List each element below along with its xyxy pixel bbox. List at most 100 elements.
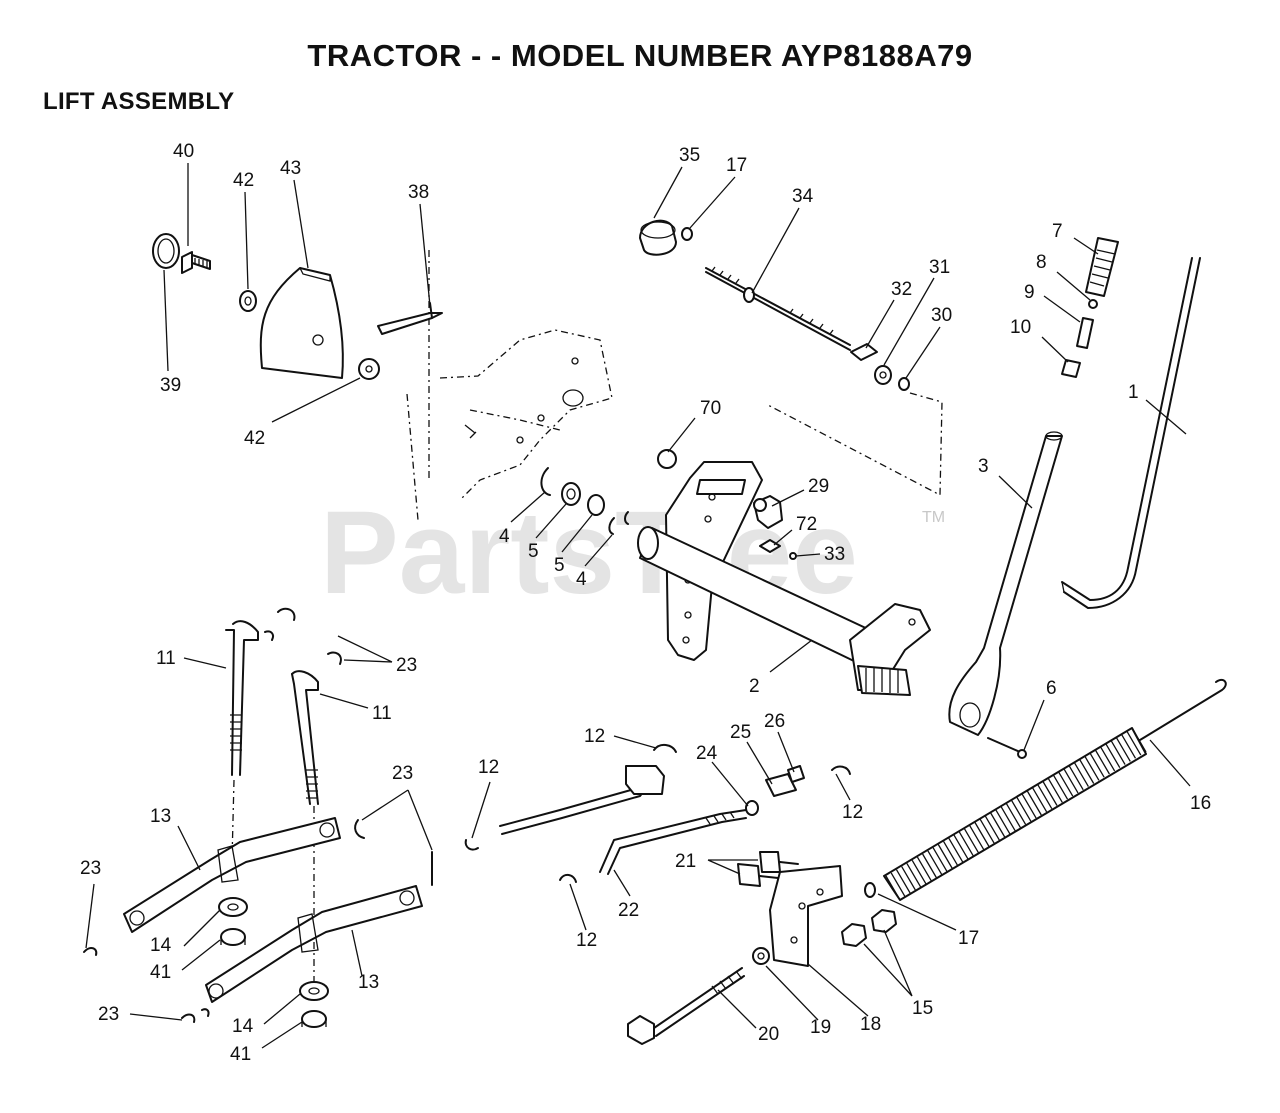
- part-43-bracket[interactable]: [259, 267, 344, 379]
- part-38-clip[interactable]: [377, 302, 443, 335]
- callout-22[interactable]: 22: [618, 900, 639, 921]
- part-23-clips-bottom[interactable]: [83, 819, 433, 1023]
- callout-40[interactable]: 40: [173, 141, 194, 162]
- callout-10[interactable]: 10: [1010, 317, 1031, 338]
- callout-35[interactable]: 35: [679, 145, 700, 166]
- callout-21[interactable]: 21: [675, 851, 696, 872]
- callout-18[interactable]: 18: [860, 1014, 881, 1035]
- callout-72[interactable]: 72: [796, 514, 817, 535]
- part-23-clips-top[interactable]: [264, 607, 342, 665]
- callout-42[interactable]: 42: [244, 428, 265, 449]
- callout-13[interactable]: 13: [358, 972, 379, 993]
- callout-23[interactable]: 23: [392, 763, 413, 784]
- callout-23[interactable]: 23: [396, 655, 417, 676]
- callout-5[interactable]: 5: [528, 541, 539, 562]
- part-34-rod[interactable]: [705, 266, 851, 351]
- part-35-knob[interactable]: [639, 219, 677, 256]
- callout-23[interactable]: 23: [98, 1004, 119, 1025]
- frame-outline: [439, 329, 613, 501]
- section-title: LIFT ASSEMBLY: [43, 88, 235, 115]
- part-33-fitting[interactable]: [789, 552, 797, 560]
- callout-34[interactable]: 34: [792, 186, 814, 207]
- callout-70[interactable]: 70: [700, 398, 721, 419]
- part-3-lever[interactable]: [948, 431, 1063, 736]
- part-17-washer-bottom[interactable]: [864, 882, 876, 898]
- callout-11[interactable]: 11: [372, 703, 392, 724]
- part-14-41-washers-lower[interactable]: [299, 981, 329, 1028]
- callout-26[interactable]: 26: [764, 711, 785, 732]
- callout-17[interactable]: 17: [726, 155, 747, 176]
- callout-23[interactable]: 23: [80, 858, 101, 879]
- part-21-bolts[interactable]: [737, 851, 799, 887]
- callout-33[interactable]: 33: [824, 544, 845, 565]
- callout-labels: 40 42 43 38 39 42 35 17 34 31 32 30 7 8 …: [80, 141, 1211, 1065]
- part-42-washer-top[interactable]: [239, 290, 257, 312]
- callout-6[interactable]: 6: [1046, 678, 1057, 699]
- callout-14[interactable]: 14: [232, 1016, 254, 1037]
- callout-43[interactable]: 43: [280, 158, 301, 179]
- callout-25[interactable]: 25: [730, 722, 751, 743]
- part-18-bracket[interactable]: [769, 865, 843, 967]
- part-12-clips[interactable]: [464, 744, 851, 883]
- callout-42[interactable]: 42: [233, 170, 254, 191]
- part-6-pin[interactable]: [987, 737, 1027, 759]
- part-30-clip[interactable]: [898, 377, 910, 391]
- callout-4[interactable]: 4: [499, 526, 510, 547]
- callout-14[interactable]: 14: [150, 935, 172, 956]
- part-13-arm-upper[interactable]: [123, 817, 341, 933]
- part-8-9-10-hardware[interactable]: [1061, 299, 1098, 378]
- callout-16[interactable]: 16: [1190, 793, 1211, 814]
- callout-38[interactable]: 38: [408, 182, 429, 203]
- callout-12[interactable]: 12: [576, 930, 597, 951]
- callout-5[interactable]: 5: [554, 555, 565, 576]
- part-32-nut[interactable]: [850, 343, 878, 361]
- callout-32[interactable]: 32: [891, 279, 912, 300]
- callout-39[interactable]: 39: [160, 375, 181, 396]
- part-22-link[interactable]: [499, 765, 747, 875]
- part-72-nut[interactable]: [759, 539, 781, 553]
- part-1-rod[interactable]: [1061, 257, 1201, 609]
- part-14-41-washers-upper[interactable]: [218, 897, 248, 946]
- callout-3[interactable]: 3: [978, 456, 989, 477]
- page-title: TRACTOR - - MODEL NUMBER AYP8188A79: [307, 38, 973, 73]
- part-15-nuts[interactable]: [841, 909, 897, 947]
- callout-17[interactable]: 17: [958, 928, 979, 949]
- part-70-washer[interactable]: [657, 449, 677, 469]
- callout-41[interactable]: 41: [230, 1044, 251, 1065]
- callout-2[interactable]: 2: [749, 676, 760, 697]
- callout-31[interactable]: 31: [929, 257, 950, 278]
- callout-11[interactable]: 11: [156, 648, 176, 669]
- callout-15[interactable]: 15: [912, 998, 933, 1019]
- part-7-grip[interactable]: [1085, 237, 1119, 297]
- part-17-washer-top[interactable]: [681, 227, 693, 241]
- callout-30[interactable]: 30: [931, 305, 952, 326]
- part-39-ring[interactable]: [152, 233, 180, 269]
- part-31-washer[interactable]: [874, 365, 892, 385]
- part-13-arm-lower[interactable]: [205, 885, 423, 1003]
- callout-19[interactable]: 19: [810, 1017, 831, 1038]
- callout-1[interactable]: 1: [1128, 382, 1139, 403]
- part-20-bolt[interactable]: [627, 967, 745, 1045]
- callout-24[interactable]: 24: [696, 743, 718, 764]
- callout-12[interactable]: 12: [842, 802, 863, 823]
- part-40-bolt[interactable]: [181, 251, 211, 274]
- part-11-rod-right[interactable]: [291, 670, 319, 805]
- part-2-shaft[interactable]: [637, 461, 931, 696]
- part-4-5-washers[interactable]: [540, 467, 629, 535]
- part-19-washer[interactable]: [752, 947, 770, 965]
- callout-9[interactable]: 9: [1024, 282, 1035, 303]
- part-16-spring[interactable]: [883, 678, 1227, 901]
- callout-12[interactable]: 12: [478, 757, 499, 778]
- callout-7[interactable]: 7: [1052, 221, 1063, 242]
- callout-13[interactable]: 13: [150, 806, 171, 827]
- part-11-rod-left[interactable]: [225, 620, 259, 776]
- callout-20[interactable]: 20: [758, 1024, 779, 1045]
- callout-29[interactable]: 29: [808, 476, 829, 497]
- part-42-washer-bottom[interactable]: [358, 358, 380, 380]
- callout-41[interactable]: 41: [150, 962, 171, 983]
- callout-8[interactable]: 8: [1036, 252, 1047, 273]
- callout-4[interactable]: 4: [576, 569, 587, 590]
- part-24-25-26-fittings[interactable]: [745, 765, 805, 816]
- callout-12[interactable]: 12: [584, 726, 605, 747]
